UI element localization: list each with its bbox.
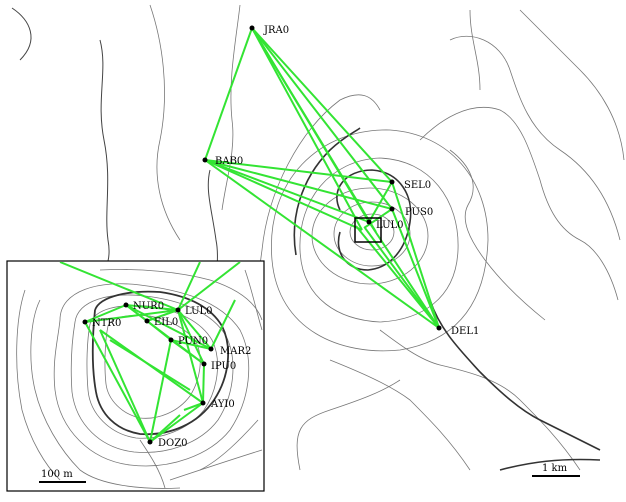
inset-network-line (99, 329, 151, 443)
inset-network-line (146, 320, 172, 341)
station-lul0: LUL0 (366, 219, 404, 231)
inset-station-mar2: MAR2 (208, 346, 251, 357)
station-label: NUR0 (133, 301, 164, 312)
scale-bar-label: 100 m (41, 469, 73, 480)
inset-network-line (149, 339, 172, 443)
station-bab0: BAB0 (202, 156, 243, 167)
station-label: JRA0 (263, 25, 289, 36)
inset-network-line (59, 262, 179, 311)
inset-network-lines (59, 262, 241, 443)
network-line (368, 181, 393, 223)
inset-network-line (84, 321, 151, 443)
network-line (251, 27, 393, 183)
network-line (204, 27, 253, 161)
network-line (204, 159, 393, 183)
network-lines (204, 27, 440, 329)
inset-map: NUR0 LUL0 NTR0 EIL0 PUN0 MAR2 IPU0 AYI0 (6, 260, 265, 492)
inset-network-line (170, 339, 212, 350)
inset-network-line (84, 304, 127, 323)
inset-scale-bar: 100 m (39, 469, 86, 483)
station-label: SEL0 (404, 180, 431, 191)
inset-network-line (177, 309, 204, 404)
inset-station-pun0: PUN0 (168, 336, 208, 347)
coastline (293, 127, 601, 471)
station-label: PUN0 (178, 336, 208, 347)
station-jra0: JRA0 (249, 25, 289, 36)
station-label: IPU0 (211, 361, 236, 372)
station-label: LUL0 (185, 306, 213, 317)
inset-station-doz0: DOZ0 (147, 438, 188, 449)
station-label: BAB0 (215, 156, 243, 167)
inset-network-line (177, 262, 241, 311)
station-label: MAR2 (220, 346, 251, 357)
inset-network-line (149, 402, 204, 443)
station-label: PUS0 (405, 207, 433, 218)
inset-station-ntr0: NTR0 (82, 318, 121, 329)
station-pus0: PUS0 (389, 206, 433, 218)
scale-bar-label: 1 km (542, 463, 568, 474)
station-del1: DEL1 (436, 325, 479, 337)
station-label: AYI0 (210, 399, 235, 410)
scale-bar: 1 km (532, 463, 580, 477)
network-line (355, 225, 440, 329)
inset-network-line (183, 402, 204, 411)
inset-network-line (149, 414, 181, 443)
inset-network-line (177, 309, 212, 350)
inset-station-eil0: EIL0 (144, 317, 178, 328)
inset-station-ayi0: AYI0 (200, 399, 235, 410)
inset-station-lul0: LUL0 (175, 306, 213, 317)
inset-station-nur0: NUR0 (123, 301, 164, 312)
station-label: LUL0 (376, 220, 404, 231)
station-label: DEL1 (451, 326, 479, 337)
inset-station-ipu0: IPU0 (201, 361, 236, 372)
inset-network-line (177, 309, 205, 365)
network-line (204, 159, 440, 329)
inset-network-line (125, 304, 212, 350)
inset-network-line (84, 309, 179, 323)
inset-network-line (170, 339, 205, 365)
station-sel0: SEL0 (389, 179, 431, 191)
network-line (251, 27, 377, 233)
inset-network-line (210, 299, 236, 350)
network-line (391, 208, 440, 329)
inset-network-line (177, 262, 201, 311)
contour-lines (149, 4, 625, 471)
network-line (204, 159, 370, 223)
inset-network-line (202, 363, 205, 404)
inset-location-box (354, 217, 382, 243)
station-label: NTR0 (92, 318, 121, 329)
network-line (204, 159, 393, 210)
inset-network-line (146, 309, 179, 322)
inset-network-line (109, 339, 191, 391)
network-line (204, 159, 363, 231)
inset-network-line (125, 304, 179, 311)
station-label: EIL0 (154, 317, 178, 328)
station-label: DOZ0 (158, 438, 188, 449)
network-line (391, 181, 440, 329)
